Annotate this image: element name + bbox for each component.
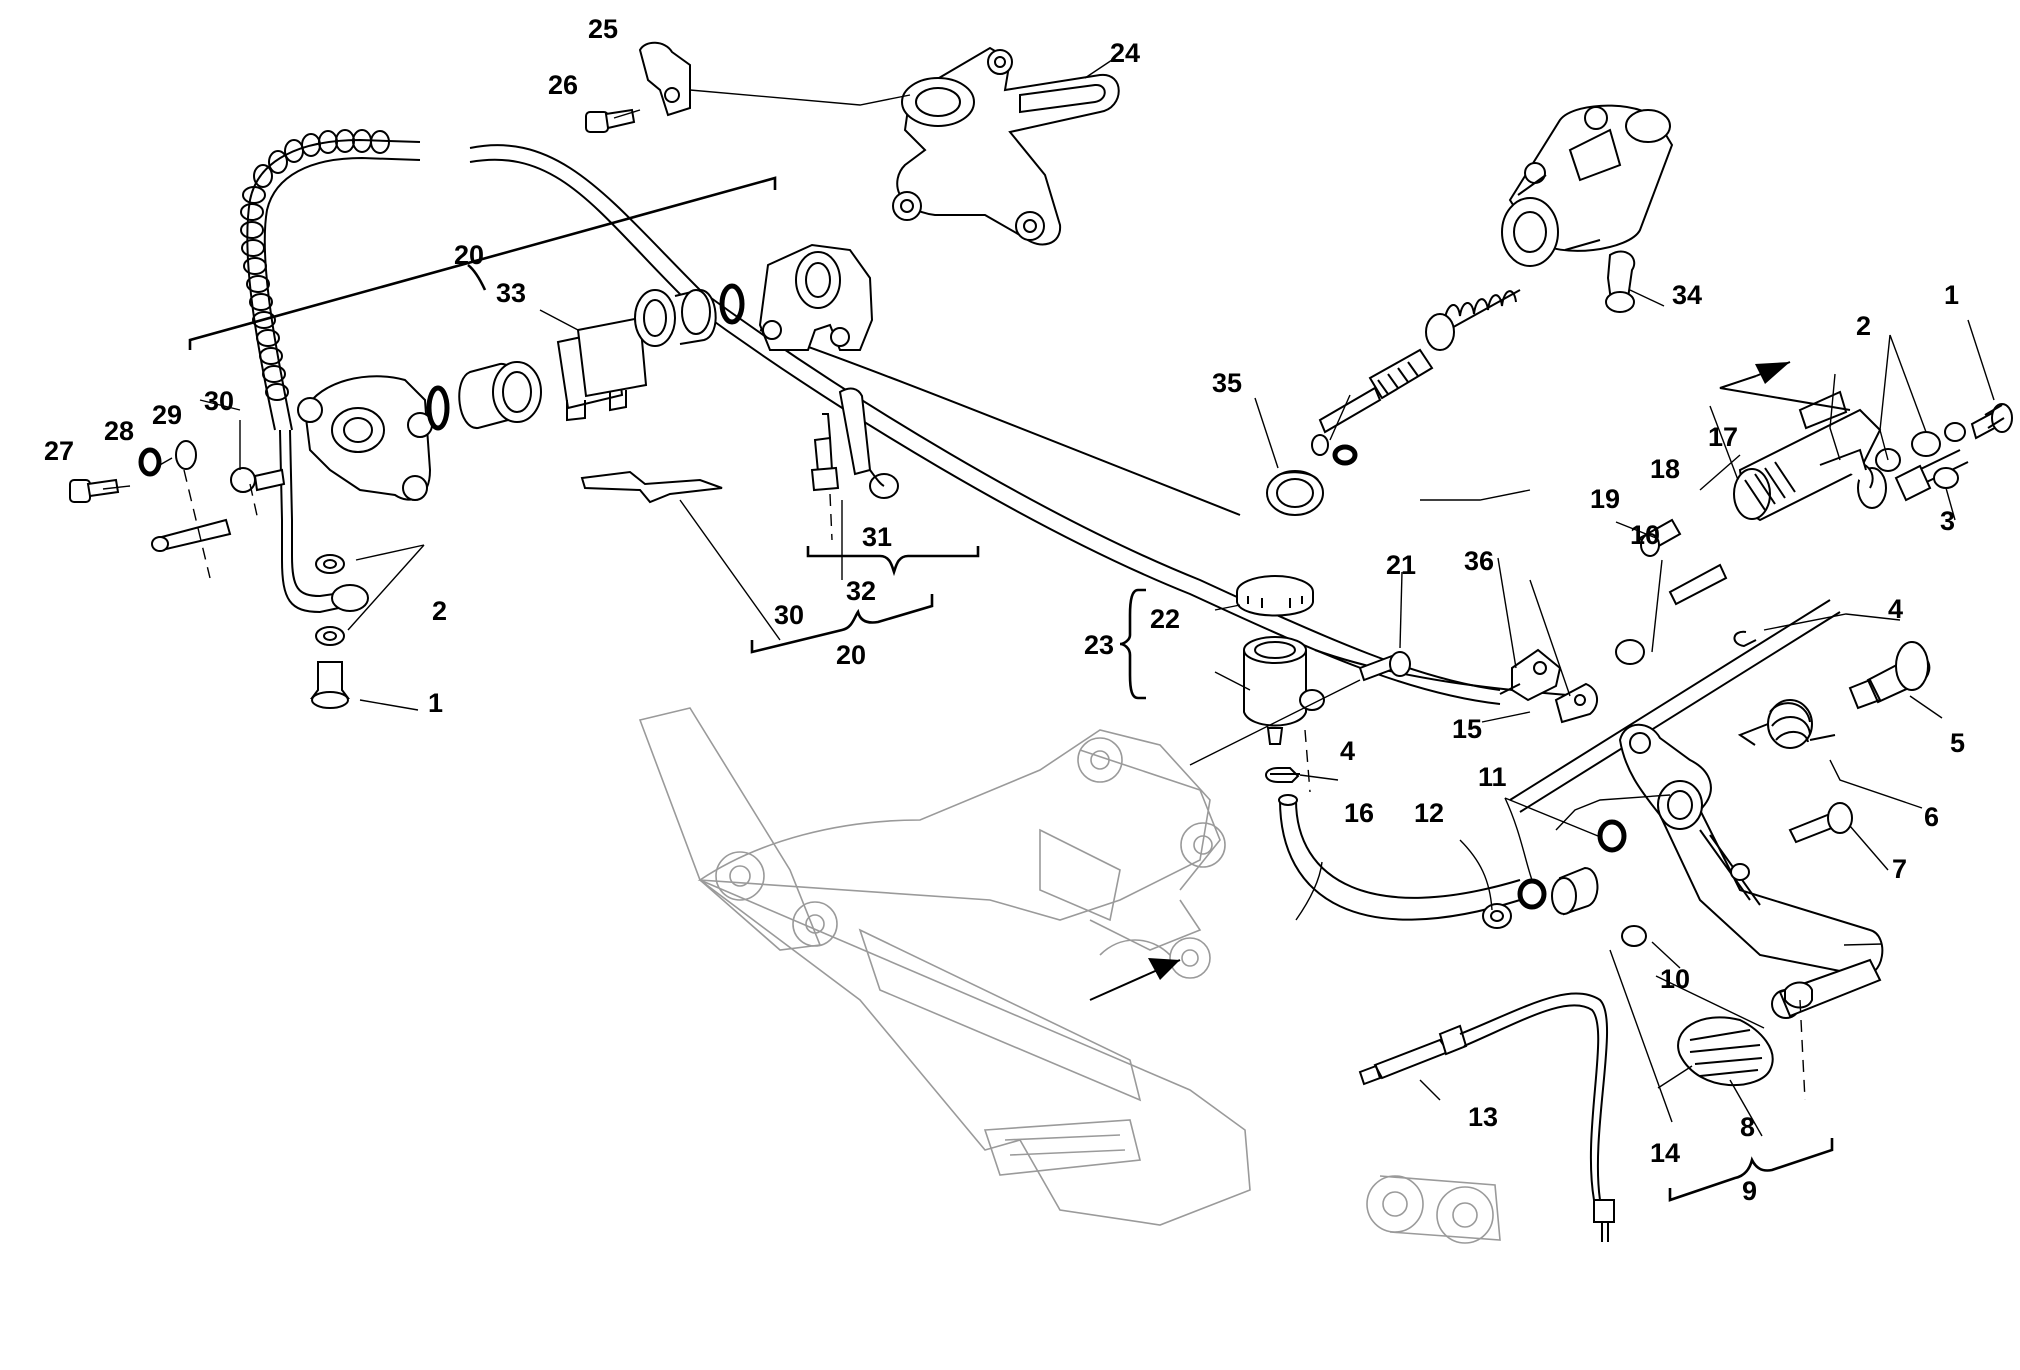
caliper-body-half bbox=[758, 243, 874, 351]
group-brackets bbox=[188, 176, 1834, 1202]
callout-10-bottom: 10 bbox=[1660, 964, 1690, 994]
callout-29: 29 bbox=[152, 400, 182, 430]
callout-28: 28 bbox=[104, 416, 134, 446]
callout-1-left: 1 bbox=[428, 688, 443, 718]
master-cylinder bbox=[1501, 104, 1674, 267]
footpeg-bracket bbox=[892, 46, 1120, 246]
brake-light-switch bbox=[1358, 992, 1615, 1242]
callout-11: 11 bbox=[1478, 762, 1507, 792]
pedal-screw bbox=[1621, 802, 1853, 947]
caliper-bolts-left bbox=[69, 440, 286, 552]
master-piston-set bbox=[1311, 289, 1521, 466]
brake-fluid-reservoir bbox=[1236, 575, 1325, 745]
callout-34: 34 bbox=[1672, 280, 1702, 310]
brake-caliper bbox=[297, 375, 433, 501]
callout-31: 31 bbox=[862, 522, 892, 552]
pivot-pin bbox=[1848, 641, 1931, 710]
callout-32: 32 bbox=[846, 576, 876, 606]
callout-3: 3 bbox=[1940, 506, 1955, 536]
callout-7: 7 bbox=[1892, 854, 1907, 884]
pivot-bush-set bbox=[1482, 819, 1627, 929]
callout-36: 36 bbox=[1464, 546, 1494, 576]
pad-spring bbox=[580, 470, 723, 504]
hose-clamps bbox=[1265, 630, 1757, 783]
callout-6: 6 bbox=[1924, 802, 1939, 832]
footrest-frame-outline bbox=[638, 707, 1501, 1244]
callout-20-bottom: 20 bbox=[836, 640, 866, 670]
callout-2-left: 2 bbox=[432, 596, 447, 626]
caliper-seals-right bbox=[634, 283, 745, 347]
callout-2-top: 2 bbox=[1856, 311, 1871, 341]
callout-30-mid: 30 bbox=[774, 600, 804, 630]
callout-12: 12 bbox=[1414, 798, 1444, 828]
callout-5: 5 bbox=[1950, 728, 1965, 758]
brake-pads bbox=[556, 316, 648, 422]
callout-10-top: 10 bbox=[1630, 520, 1660, 550]
callout-4-mid: 4 bbox=[1340, 736, 1355, 766]
callout-22: 22 bbox=[1150, 604, 1180, 634]
callout-8: 8 bbox=[1740, 1112, 1755, 1142]
dashed-axes bbox=[183, 469, 1806, 1101]
reservoir-screw bbox=[1358, 651, 1411, 682]
caliper-piston-set bbox=[426, 361, 542, 431]
callout-25: 25 bbox=[588, 14, 618, 44]
washer-3 bbox=[1933, 467, 1959, 489]
callout-18: 18 bbox=[1650, 454, 1680, 484]
callout-20-top: 20 bbox=[454, 240, 484, 270]
direction-arrows bbox=[1089, 361, 1851, 1001]
reservoir-hose bbox=[1278, 794, 1521, 921]
callout-35: 35 bbox=[1212, 368, 1242, 398]
braided-brake-hose bbox=[240, 129, 421, 614]
callout-24: 24 bbox=[1110, 38, 1140, 68]
callout-27: 27 bbox=[44, 436, 74, 466]
callout-17: 17 bbox=[1708, 422, 1738, 452]
callout-13: 13 bbox=[1468, 1102, 1498, 1132]
callout-23: 23 bbox=[1084, 630, 1114, 660]
leader-lines bbox=[102, 59, 1995, 1137]
banjo-washers-left bbox=[310, 554, 350, 709]
callout-16: 16 bbox=[1344, 798, 1374, 828]
callout-4-right: 4 bbox=[1888, 594, 1903, 624]
clip-bolt bbox=[585, 108, 636, 133]
callout-33: 33 bbox=[496, 278, 526, 308]
banjo-fitting bbox=[1605, 250, 1636, 313]
callout-21: 21 bbox=[1386, 550, 1416, 580]
callout-19: 19 bbox=[1590, 484, 1620, 514]
pedal-rubber bbox=[1677, 981, 1813, 1087]
hose-clip bbox=[638, 41, 691, 117]
callout-15: 15 bbox=[1452, 714, 1482, 744]
callout-30-left: 30 bbox=[204, 386, 234, 416]
callout-26: 26 bbox=[548, 70, 578, 100]
callout-14: 14 bbox=[1650, 1138, 1680, 1168]
clevis-fork bbox=[1499, 648, 1598, 724]
pushrod-assembly bbox=[1615, 390, 1969, 665]
callout-numbers: 1 1 2 2 3 4 4 5 6 7 8 9 10 10 11 12 13 1… bbox=[44, 14, 1965, 1206]
bleed-valve bbox=[810, 387, 899, 499]
callout-1-top: 1 bbox=[1944, 280, 1959, 310]
washers-top-right bbox=[1875, 403, 2013, 472]
callout-9: 9 bbox=[1742, 1176, 1757, 1206]
master-boot-cap bbox=[1266, 470, 1324, 516]
return-spring bbox=[1737, 699, 1836, 749]
